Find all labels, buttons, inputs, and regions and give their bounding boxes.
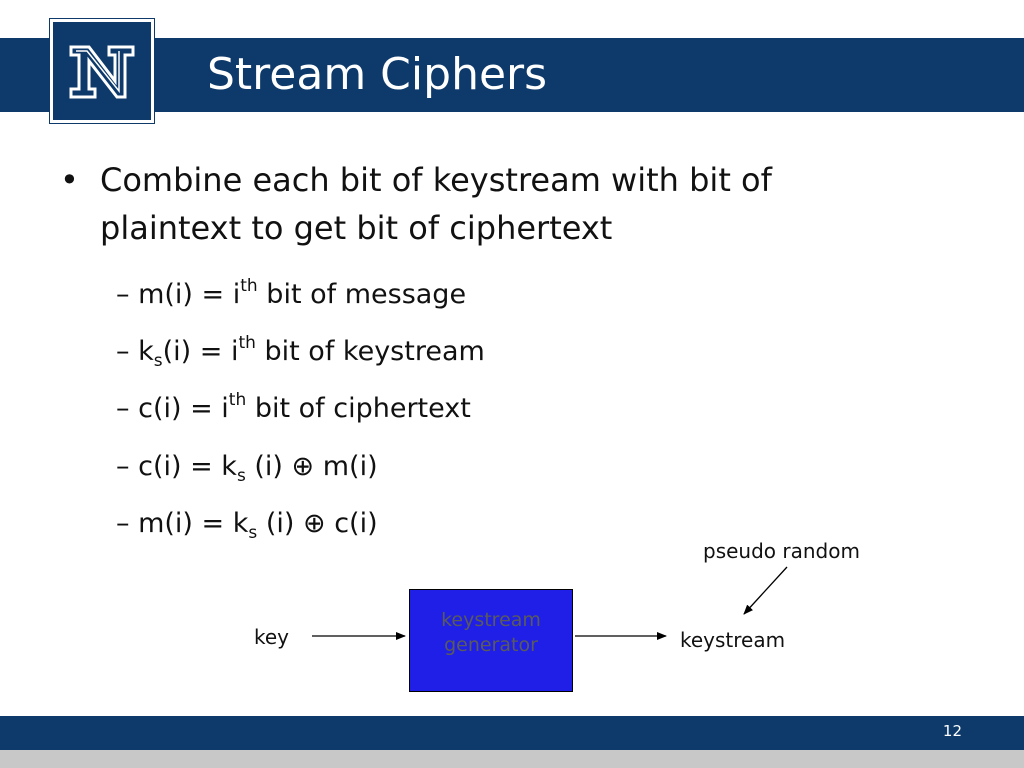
main-bullet-text: Combine each bit of keystream with bit o… [100,161,772,247]
box-label-line2: generator [444,634,538,656]
sub-item-text: c(i) = i [138,393,229,424]
sub-marker: – [116,451,130,482]
footer-strip [0,750,1024,768]
key-label: key [254,625,290,649]
keystream-output-label: keystream [680,628,786,652]
sub-item-text: k [138,336,154,367]
sub-item-keystream-bit: – ks(i) = ith bit of keystream [116,334,485,370]
keystream-generator-box: keystream generator [409,589,573,692]
sub-item-text: (i) ⊕ c(i) [257,508,378,539]
bullet-marker: • [60,161,79,199]
slide-title: Stream Ciphers [207,49,548,100]
main-bullet: • Combine each bit of keystream with bit… [60,156,920,252]
box-label-line1: keystream [441,609,541,631]
sub-marker: – [116,508,130,539]
sub-item-text: m(i) = i [138,279,241,310]
annotation-pointer-arrow [743,566,788,615]
page-number: 12 [942,722,962,740]
sub-item-text: (i) ⊕ m(i) [245,451,378,482]
n-logo-icon [69,45,135,99]
sub-marker: – [116,279,130,310]
sub-item-subscript: s [248,523,258,543]
title-bar [0,38,1024,112]
footer-bar [0,716,1024,750]
sub-item-subscript: s [153,351,163,371]
sub-item-superscript: th [240,276,258,296]
sub-item-message-bit: – m(i) = ith bit of message [116,277,466,313]
sub-item-encrypt-formula: – c(i) = ks (i) ⊕ m(i) [116,449,378,485]
sub-item-text: c(i) = k [138,451,237,482]
sub-item-subscript: s [236,466,246,486]
sub-item-decrypt-formula: – m(i) = ks (i) ⊕ c(i) [116,506,378,542]
sub-item-text: bit of keystream [255,336,485,367]
sub-item-superscript: th [238,333,256,353]
sub-item-text: (i) = i [162,336,239,367]
sub-item-text: m(i) = k [138,508,249,539]
sub-item-ciphertext-bit: – c(i) = ith bit of ciphertext [116,391,471,427]
university-logo [49,18,155,124]
sub-item-text: bit of message [257,279,467,310]
sub-item-superscript: th [228,390,247,410]
pseudo-random-label: pseudo random [703,539,860,563]
sub-marker: – [116,393,130,424]
sub-item-text: bit of ciphertext [246,393,471,424]
sub-marker: – [116,336,130,367]
